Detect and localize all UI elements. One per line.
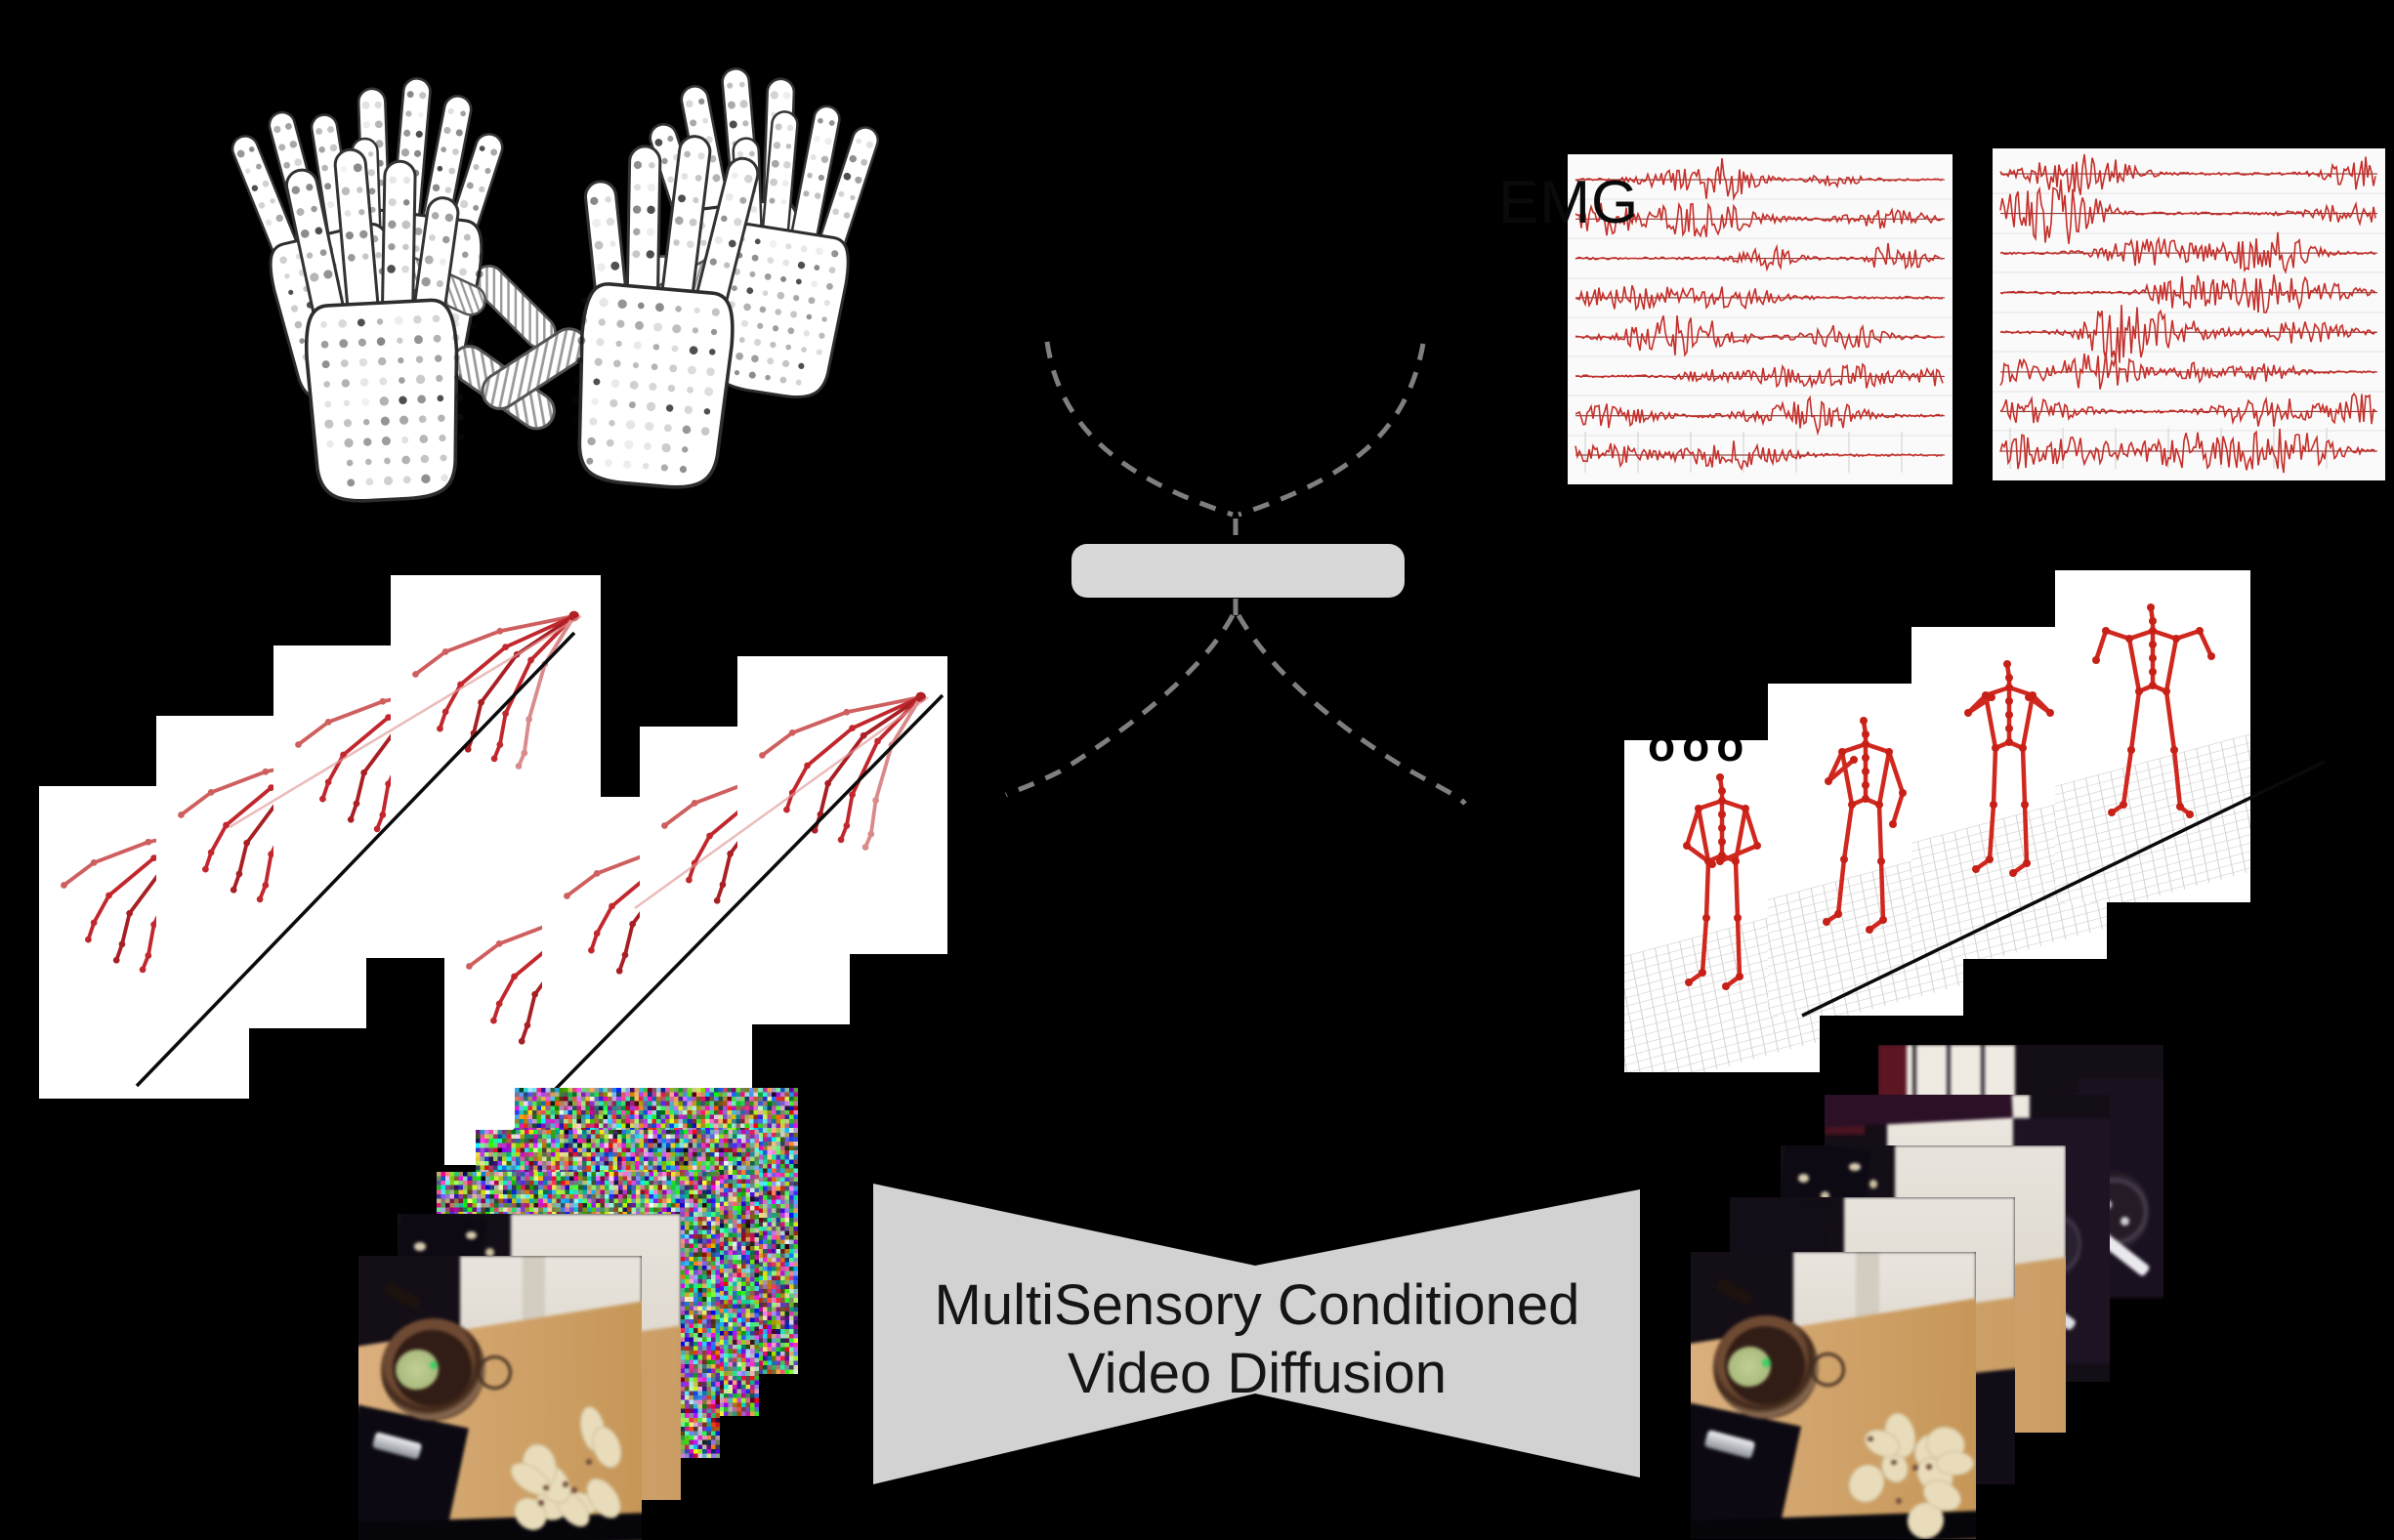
photo-region xyxy=(465,1230,478,1240)
encoder-curve-bottom-right xyxy=(1236,613,1467,806)
photo-region xyxy=(414,1242,426,1252)
hand-pose-card xyxy=(737,656,947,954)
speck xyxy=(571,1486,578,1493)
encoder-curve-top-right xyxy=(1238,343,1426,518)
photo-region xyxy=(1878,1045,1908,1103)
photo-region xyxy=(1810,1352,1845,1388)
speck xyxy=(1896,1498,1903,1505)
photo-content xyxy=(1691,1252,1976,1539)
photo-region xyxy=(1715,1278,1754,1307)
encoder-pill xyxy=(1071,544,1405,598)
condition-encoder xyxy=(1004,341,1467,806)
photo-region xyxy=(484,1248,494,1257)
speck xyxy=(1868,1436,1873,1442)
photo-region xyxy=(1820,1191,1829,1200)
emg-panel-2 xyxy=(1993,148,2385,480)
tactile-hand xyxy=(481,135,760,489)
speck xyxy=(586,1459,593,1465)
speck xyxy=(1890,1459,1897,1466)
diffusion-title-line2: Video Diffusion xyxy=(1067,1342,1448,1405)
generated-video-frame xyxy=(1691,1252,1976,1539)
photo-region xyxy=(2121,1217,2129,1227)
tactile-hand xyxy=(284,147,556,503)
diffusion-title-line1: MultiSensory Conditioned xyxy=(934,1273,1580,1337)
photo-region xyxy=(1981,1045,1986,1120)
tactile-hands-illustration xyxy=(231,67,880,503)
photo-region xyxy=(1947,1045,1952,1120)
photo-region xyxy=(1849,1162,1861,1172)
emg-panel-1 xyxy=(1568,154,1953,484)
photo-region xyxy=(429,1360,439,1370)
speck xyxy=(1912,1464,1918,1471)
encoder-curve-top-left xyxy=(1044,341,1234,518)
diffusion-bowtie-shape xyxy=(873,1184,1640,1484)
photo-region xyxy=(477,1354,512,1390)
photo-content xyxy=(358,1256,642,1540)
speck xyxy=(563,1480,568,1487)
diffusion-model xyxy=(873,1184,1640,1484)
video-frame xyxy=(358,1256,642,1540)
body-pose-card xyxy=(2055,570,2250,902)
photo-region xyxy=(383,1281,422,1310)
body-pose-label-partial: ooo xyxy=(1648,720,1751,770)
photo-region xyxy=(1762,1357,1771,1367)
emg-label: EMG xyxy=(1498,169,1640,236)
encoder-curve-bottom-left xyxy=(1004,613,1236,798)
photo-region xyxy=(2100,1297,2163,1332)
speck xyxy=(538,1500,545,1506)
photo-region xyxy=(1797,1174,1810,1184)
photo-region xyxy=(1912,1045,1917,1120)
photo-region xyxy=(1869,1180,1878,1189)
speck xyxy=(542,1484,549,1491)
speck xyxy=(1926,1463,1933,1470)
